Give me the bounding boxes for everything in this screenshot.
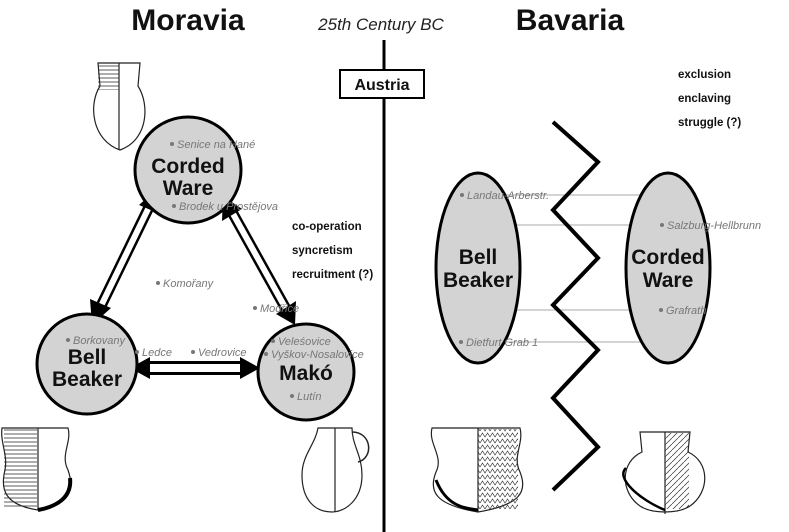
zigzag-frontier: [550, 120, 601, 492]
node-label-line: Ware: [643, 269, 694, 292]
note-text: co-operation: [292, 221, 362, 233]
mako-jug-icon: [301, 427, 370, 513]
node-label-line: Corded: [631, 246, 705, 269]
austria-label: Austria: [354, 77, 409, 94]
site-label: Borkovany: [73, 335, 126, 347]
bavaria-corded-ware-node: Corded Ware: [624, 171, 712, 365]
site-label: Vedrovice: [198, 347, 247, 359]
moravia-corded-ware-node: Corded Ware: [133, 115, 243, 225]
site-label: Modřice: [260, 303, 299, 315]
site-label: Landau-Arberstr.: [467, 190, 549, 202]
note-text: exclusion: [678, 69, 731, 81]
node-label-line: Makó: [279, 362, 333, 385]
bb-mako-arrow: [130, 357, 260, 379]
moravia-mako-node: Makó: [256, 322, 356, 422]
bell-beaker-pot-icon: [1, 427, 73, 512]
node-label-line: Beaker: [52, 368, 122, 391]
note-text: struggle (?): [678, 117, 741, 129]
moravia-notes: co-operation syncretism recruitment (?): [292, 221, 373, 281]
node-label-line: Beaker: [443, 269, 513, 292]
corded-ware-amphora-icon: [622, 431, 706, 514]
note-text: enclaving: [678, 93, 731, 105]
bavaria-bell-beaker-node: Bell Beaker: [434, 171, 522, 365]
century-subtitle: 25th Century BC: [317, 15, 444, 34]
site-label: Salzburg-Hellbrunn: [667, 220, 761, 232]
site-label: Vyškov-Nosalovice: [271, 349, 364, 361]
node-label-line: Bell: [459, 246, 498, 269]
node-label-line: Ware: [163, 177, 214, 200]
corded-ware-beaker-pot-icon: [93, 62, 146, 151]
site-label: Dietfurt Grab 1: [466, 337, 538, 349]
note-text: syncretism: [292, 245, 353, 257]
cw-mako-arrow: [222, 196, 296, 325]
site-label: Ledce: [142, 347, 172, 359]
site-label: Veleśovice: [278, 336, 331, 348]
site-label: Brodek u Prostějova: [179, 201, 278, 213]
bell-beaker-decorated-pot-icon: [430, 427, 524, 513]
bavaria-notes: exclusion enclaving struggle (?): [678, 69, 741, 129]
site-label: Lutín: [297, 391, 321, 403]
moravia-sites: Senice na Hané Brodek u Prostějova Komoř…: [66, 139, 364, 403]
site-label: Senice na Hané: [177, 139, 255, 151]
site-label: Komořany: [163, 278, 215, 290]
bavaria-sites: Landau-Arberstr. Salzburg-Hellbrunn Graf…: [459, 190, 761, 349]
bavaria-title: Bavaria: [516, 4, 625, 37]
note-text: recruitment (?): [292, 269, 373, 281]
moravia-bell-beaker-node: Bell Beaker: [35, 312, 139, 416]
site-label: Grafrath: [666, 305, 706, 317]
moravia-title: Moravia: [131, 4, 245, 37]
austria-box: Austria: [339, 69, 425, 99]
node-label-line: Corded: [151, 155, 225, 178]
node-label-line: Bell: [68, 346, 107, 369]
